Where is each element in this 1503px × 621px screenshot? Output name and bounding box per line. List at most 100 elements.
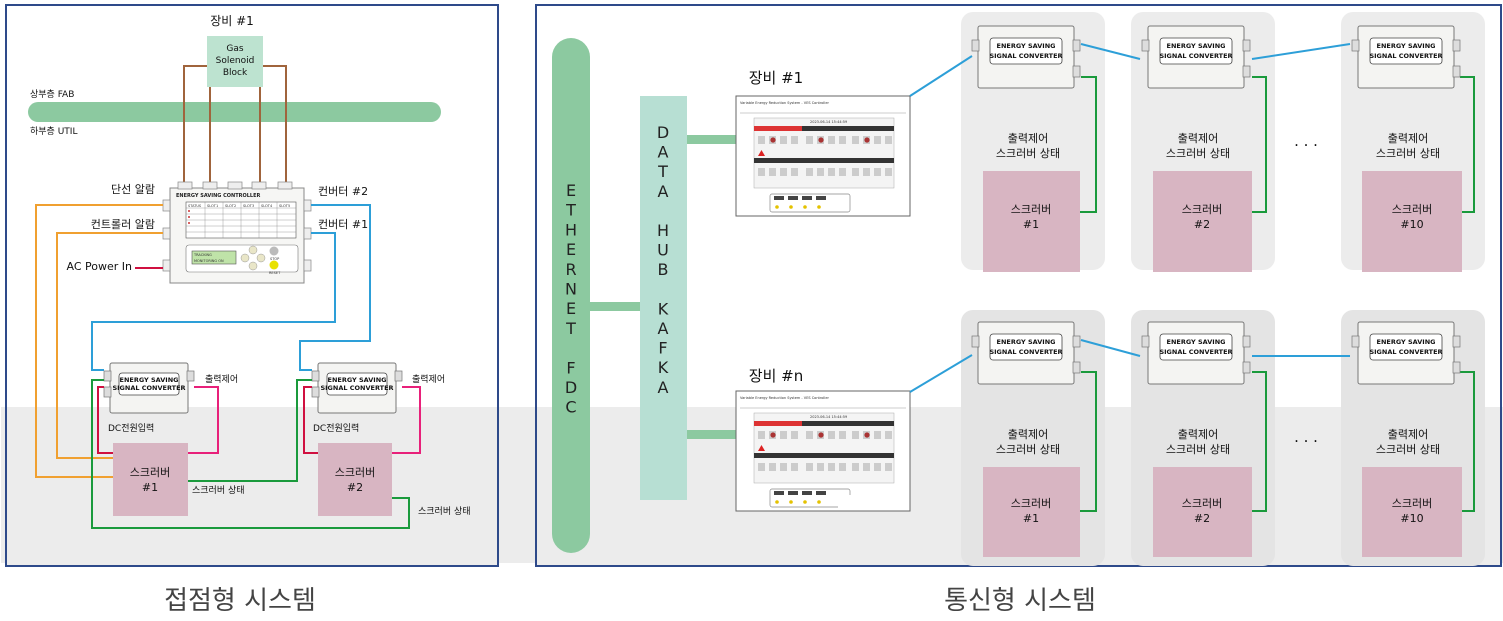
ethernet-fdc-letter-0: E bbox=[566, 181, 576, 200]
data-hub-kafka-letter-9: K bbox=[658, 299, 669, 318]
svg-text:ENERGY SAVING: ENERGY SAVING bbox=[1377, 338, 1436, 346]
left-converter-1: ENERGY SAVING SIGNAL CONVERTER bbox=[103, 362, 195, 414]
hub-equipment-1-link bbox=[687, 135, 737, 144]
svg-text:스크러버 상태: 스크러버 상태 bbox=[1166, 147, 1230, 160]
equipment-label: 장비 #1 bbox=[210, 14, 254, 28]
ethernet-fdc-letter-11: C bbox=[565, 398, 576, 417]
ethernet-fdc-letter-3: E bbox=[566, 240, 576, 259]
equipment-n-label: 장비 #n bbox=[749, 367, 803, 385]
scrubber-bottom-10: 스크러버 #10 bbox=[1362, 467, 1462, 557]
contact-system-caption: 접점형 시스템 bbox=[164, 586, 316, 616]
data-hub-kafka-letter-1: A bbox=[658, 143, 669, 162]
energy-saving-controller: ENERGY SAVING CONTROLLER STATUS SLOT1 SL… bbox=[162, 181, 312, 284]
svg-text:스크러버: 스크러버 bbox=[335, 466, 375, 479]
stop-button[interactable] bbox=[269, 246, 279, 256]
scrubber-bottom-2: 스크러버 #2 bbox=[1153, 467, 1252, 557]
scrubber-top-2: 스크러버 #2 bbox=[1153, 171, 1252, 272]
svg-text:ENERGY SAVING: ENERGY SAVING bbox=[997, 338, 1056, 346]
svg-text:#1: #1 bbox=[1023, 512, 1039, 525]
svg-text:SIGNAL CONVERTER: SIGNAL CONVERTER bbox=[1159, 52, 1232, 60]
output-state-bottom-10: 출력제어 스크러버 상태 bbox=[1376, 428, 1440, 456]
controller-wiring bbox=[35, 204, 371, 478]
data-hub-kafka-bar bbox=[640, 96, 687, 500]
output-control-label-1: 출력제어 bbox=[205, 373, 238, 385]
svg-text:SIGNAL CONVERTER: SIGNAL CONVERTER bbox=[989, 52, 1062, 60]
svg-text:스크러버 상태: 스크러버 상태 bbox=[1376, 443, 1440, 456]
output-state-bottom-1: 출력제어 스크러버 상태 bbox=[996, 428, 1060, 456]
data-hub-kafka-letter-3: A bbox=[658, 182, 669, 201]
svg-text:ENERGY SAVING: ENERGY SAVING bbox=[997, 42, 1056, 50]
data-hub-kafka-letter-5: H bbox=[657, 221, 669, 240]
svg-text:스크러버: 스크러버 bbox=[1392, 203, 1432, 216]
gas-block-line-1: Gas bbox=[226, 44, 243, 54]
converter-2-label: 컨버터 #2 bbox=[318, 185, 368, 198]
svg-text:스크러버: 스크러버 bbox=[1182, 203, 1222, 216]
svg-text:SIGNAL CONVERTER: SIGNAL CONVERTER bbox=[320, 384, 393, 392]
stop-label: STOP bbox=[270, 257, 279, 261]
data-hub-kafka-letter-6: U bbox=[657, 241, 669, 260]
svg-text:스크러버 상태: 스크러버 상태 bbox=[1166, 443, 1230, 456]
ethernet-fdc-letter-9: F bbox=[566, 358, 575, 377]
controller-slot-5: SLOT5 bbox=[279, 204, 290, 208]
contact-system-frame bbox=[5, 4, 499, 567]
controller-slot-1: SLOT1 bbox=[207, 204, 218, 208]
floor-divider-bar bbox=[28, 102, 441, 122]
svg-text:SIGNAL CONVERTER: SIGNAL CONVERTER bbox=[1369, 348, 1442, 356]
output-state-top-10: 출력제어 스크러버 상태 bbox=[1376, 132, 1440, 160]
data-hub-kafka-letter-7: B bbox=[658, 260, 669, 279]
ac-power-label: AC Power In bbox=[67, 260, 133, 273]
svg-text:ENERGY SAVING: ENERGY SAVING bbox=[1167, 338, 1226, 346]
output-control-label-2: 출력제어 bbox=[412, 373, 445, 385]
converter-1-label: 컨버터 #1 bbox=[318, 218, 368, 231]
converter-bottom-2: ENERGY SAVING SIGNAL CONVERTER bbox=[1141, 321, 1251, 385]
svg-text:출력제어: 출력제어 bbox=[1008, 132, 1048, 145]
left-scrubber-1: 스크러버 #1 bbox=[113, 443, 188, 516]
svg-text:2023-06-14 15:44:59: 2023-06-14 15:44:59 bbox=[810, 415, 847, 419]
svg-text:스크러버: 스크러버 bbox=[1182, 497, 1222, 510]
controller-title: ENERGY SAVING CONTROLLER bbox=[176, 193, 261, 199]
svg-text:출력제어: 출력제어 bbox=[1388, 428, 1428, 441]
gas-block-line-3: Block bbox=[223, 68, 248, 78]
ethernet-fdc-bar bbox=[552, 38, 590, 553]
converter-bottom-10: ENERGY SAVING SIGNAL CONVERTER bbox=[1351, 321, 1461, 385]
svg-text:SIGNAL CONVERTER: SIGNAL CONVERTER bbox=[989, 348, 1062, 356]
scrubber-state-label-1: 스크러버 상태 bbox=[192, 485, 245, 496]
data-hub-kafka-letter-13: A bbox=[658, 378, 669, 397]
svg-text:#1: #1 bbox=[1023, 218, 1039, 231]
output-state-top-2: 출력제어 스크러버 상태 bbox=[1166, 132, 1230, 160]
output-state-top-1: 출력제어 스크러버 상태 bbox=[996, 132, 1060, 160]
controller-lcd-line-1: TRACKING bbox=[193, 253, 212, 257]
reset-label: RESET bbox=[269, 271, 281, 275]
converter-bottom-1: ENERGY SAVING SIGNAL CONVERTER bbox=[971, 321, 1081, 385]
svg-text:스크러버 상태: 스크러버 상태 bbox=[996, 443, 1060, 456]
ethernet-fdc-letter-7: T bbox=[565, 319, 576, 338]
ethernet-fdc-letter-1: T bbox=[565, 201, 576, 220]
dc-power-label-1: DC전원입력 bbox=[108, 422, 154, 434]
controller-dpad[interactable] bbox=[240, 245, 266, 271]
converter-top-2: ENERGY SAVING SIGNAL CONVERTER bbox=[1141, 25, 1251, 89]
communication-system-caption: 통신형 시스템 bbox=[944, 586, 1096, 616]
output-state-bottom-2: 출력제어 스크러버 상태 bbox=[1166, 428, 1230, 456]
svg-text:ENERGY SAVING: ENERGY SAVING bbox=[120, 376, 179, 384]
svg-text:스크러버: 스크러버 bbox=[1011, 203, 1051, 216]
svg-text:출력제어: 출력제어 bbox=[1178, 132, 1218, 145]
scrubber-top-10: 스크러버 #10 bbox=[1362, 171, 1462, 272]
communication-wiring bbox=[909, 43, 1475, 512]
svg-text:ENERGY SAVING: ENERGY SAVING bbox=[328, 376, 387, 384]
svg-text:Variable Energy Reduction Syst: Variable Energy Reduction System - VES C… bbox=[740, 396, 830, 400]
svg-text:ENERGY SAVING: ENERGY SAVING bbox=[1377, 42, 1436, 50]
svg-text:2023-06-14 15:44:59: 2023-06-14 15:44:59 bbox=[810, 120, 847, 124]
controller-slot-3: SLOT3 bbox=[243, 204, 254, 208]
svg-text:스크러버: 스크러버 bbox=[130, 466, 170, 479]
ethernet-fdc-letter-6: E bbox=[566, 299, 576, 318]
svg-text:출력제어: 출력제어 bbox=[1178, 428, 1218, 441]
svg-text:Variable Energy Reduction Syst: Variable Energy Reduction System - VES C… bbox=[740, 101, 830, 105]
svg-text:#2: #2 bbox=[1194, 218, 1210, 231]
reset-button[interactable] bbox=[269, 260, 279, 270]
ethernet-hub-link bbox=[590, 302, 640, 311]
svg-text:출력제어: 출력제어 bbox=[1008, 428, 1048, 441]
svg-text:스크러버: 스크러버 bbox=[1392, 497, 1432, 510]
